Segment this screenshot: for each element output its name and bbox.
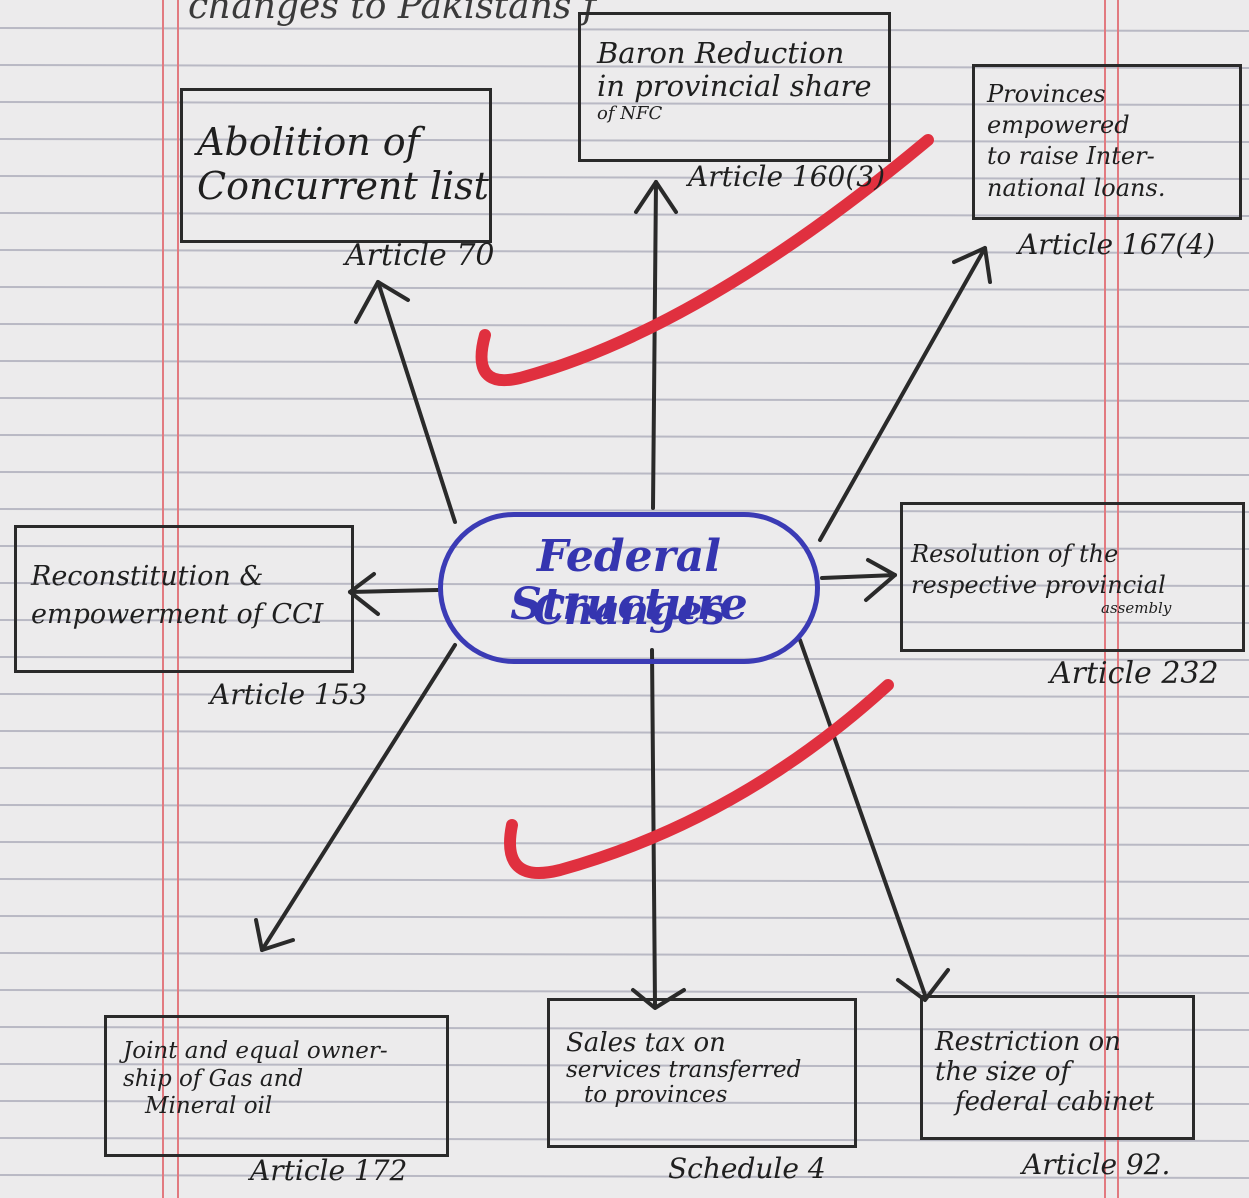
- arrow-to-abolition: [354, 280, 457, 524]
- article-label: Article 70: [345, 238, 495, 273]
- node-text: empowerment of CCI: [31, 598, 324, 630]
- article-label: Article 92.: [1022, 1148, 1171, 1181]
- node-text: respective provincial: [911, 571, 1166, 600]
- node-text: Restriction on: [935, 1027, 1121, 1057]
- ruled-line: [0, 138, 1249, 143]
- node-text: the size of: [935, 1056, 1071, 1087]
- node-text: federal cabinet: [955, 1086, 1155, 1117]
- arrow-to-baron: [634, 180, 678, 510]
- ruled-line: [0, 101, 1249, 106]
- arrow-to-provinces: [818, 246, 992, 542]
- node-text: Resolution of the: [911, 540, 1119, 568]
- node-text: Baron Reduction: [597, 36, 845, 70]
- node-text: services transferred: [566, 1056, 802, 1083]
- node-provinces: Provinces empowered to raise Inter- nati…: [972, 64, 1242, 220]
- node-text: Mineral oil: [145, 1093, 273, 1120]
- ruled-line: [0, 693, 1249, 698]
- ruled-line: [0, 545, 1249, 550]
- arrow-to-salestax: [631, 648, 686, 1010]
- check-mark-bottom: [504, 679, 894, 879]
- node-cci: Reconstitution & empowerment of CCI: [14, 525, 354, 673]
- ruled-line: [0, 64, 1249, 69]
- arrow-to-resolution: [820, 558, 897, 602]
- central-node-title: Federal Structure: [510, 531, 748, 631]
- ruled-line: [0, 989, 1249, 994]
- ruled-line: [0, 767, 1249, 772]
- ruled-line: [0, 656, 1249, 661]
- node-text: Provinces empowered: [987, 80, 1130, 140]
- ruled-line: [0, 878, 1249, 883]
- article-label: Article 172: [250, 1154, 408, 1187]
- node-text: Concurrent list: [197, 163, 489, 208]
- ruled-line: [0, 730, 1249, 735]
- ruled-line: [0, 434, 1249, 439]
- article-label: Article 153: [210, 678, 368, 711]
- ruled-line: [0, 1063, 1249, 1068]
- ruled-line: [0, 915, 1249, 920]
- ruled-line: [0, 27, 1249, 32]
- ruled-line: [0, 323, 1249, 328]
- ruled-line: [0, 582, 1249, 587]
- ruled-line: [0, 1137, 1249, 1142]
- node-abolition: Abolition of Concurrent list: [180, 88, 492, 243]
- header-fragment: changes to Pakistans f: [188, 0, 597, 27]
- node-restriction: Restriction on the size of federal cabin…: [920, 995, 1195, 1140]
- arrow-to-joint: [254, 643, 457, 952]
- ruled-line: [0, 212, 1249, 217]
- ruled-line: [0, 1026, 1249, 1031]
- ruled-line: [0, 286, 1249, 291]
- article-label: Article 232: [1050, 656, 1219, 691]
- node-text: Joint and equal owner-: [123, 1038, 388, 1064]
- article-label: Schedule 4: [668, 1152, 826, 1185]
- node-text: of NFC: [597, 102, 663, 124]
- node-text: Sales tax on: [566, 1028, 726, 1058]
- ruled-line: [0, 249, 1249, 254]
- node-text: Reconstitution &: [31, 561, 264, 592]
- article-label: Article 160(3): [688, 160, 886, 193]
- node-text: in provincial share: [597, 69, 872, 104]
- ruled-line: [0, 397, 1249, 402]
- node-resolution: Resolution of the respective provincial …: [900, 502, 1245, 652]
- article-label: Article 167(4): [1018, 228, 1216, 261]
- node-text: ship of Gas and: [123, 1065, 304, 1092]
- central-node-subtitle: Changes: [533, 587, 725, 634]
- arrow-to-cci: [348, 572, 440, 616]
- node-text: to provinces: [584, 1081, 728, 1108]
- node-text: Abolition of: [197, 120, 420, 164]
- ruled-line: [0, 471, 1249, 476]
- ruled-line: [0, 360, 1249, 365]
- ruled-line: [0, 1174, 1249, 1179]
- ruled-line: [0, 804, 1249, 809]
- node-joint: Joint and equal owner- ship of Gas and M…: [104, 1015, 449, 1157]
- node-text: assembly: [1101, 599, 1172, 618]
- node-text: national loans.: [987, 173, 1166, 202]
- ruled-line: [0, 1100, 1249, 1105]
- node-text: to raise Inter-: [987, 142, 1155, 171]
- ruled-line: [0, 952, 1249, 957]
- arrow-to-restriction: [798, 638, 950, 1002]
- node-salestax: Sales tax on services transferred to pro…: [547, 998, 857, 1148]
- node-baron: Baron Reduction in provincial share of N…: [578, 12, 891, 162]
- central-node: Federal Structure Changes: [438, 512, 820, 664]
- ruled-line: [0, 619, 1249, 624]
- ruled-line: [0, 175, 1249, 180]
- ruled-line: [0, 508, 1249, 513]
- check-mark-top: [475, 134, 934, 387]
